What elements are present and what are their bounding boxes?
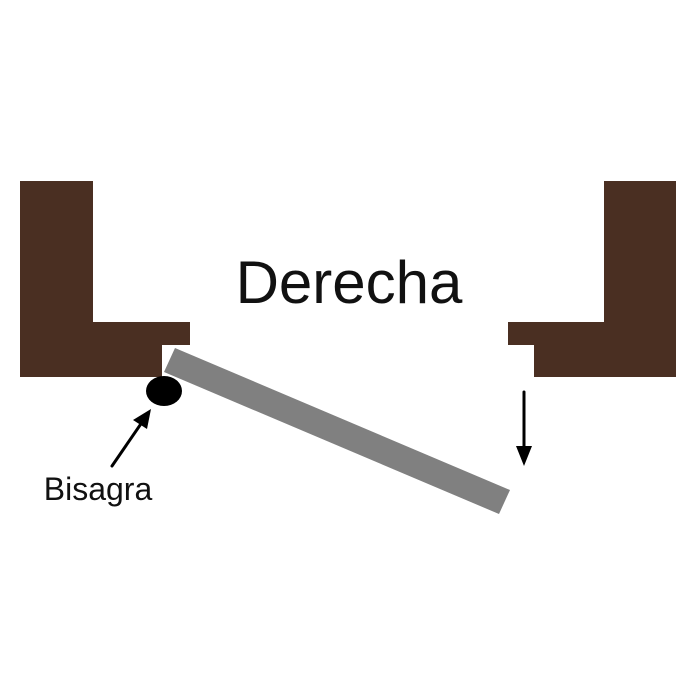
left-frame (20, 181, 190, 377)
swing-direction-arrow (516, 390, 532, 466)
hinge-label: Bisagra (44, 471, 153, 507)
door-leaf (164, 348, 510, 514)
hinge-pointer-arrow (110, 409, 151, 468)
diagram-title: Derecha (236, 249, 463, 316)
hinge (146, 376, 182, 406)
right-frame (508, 181, 676, 377)
